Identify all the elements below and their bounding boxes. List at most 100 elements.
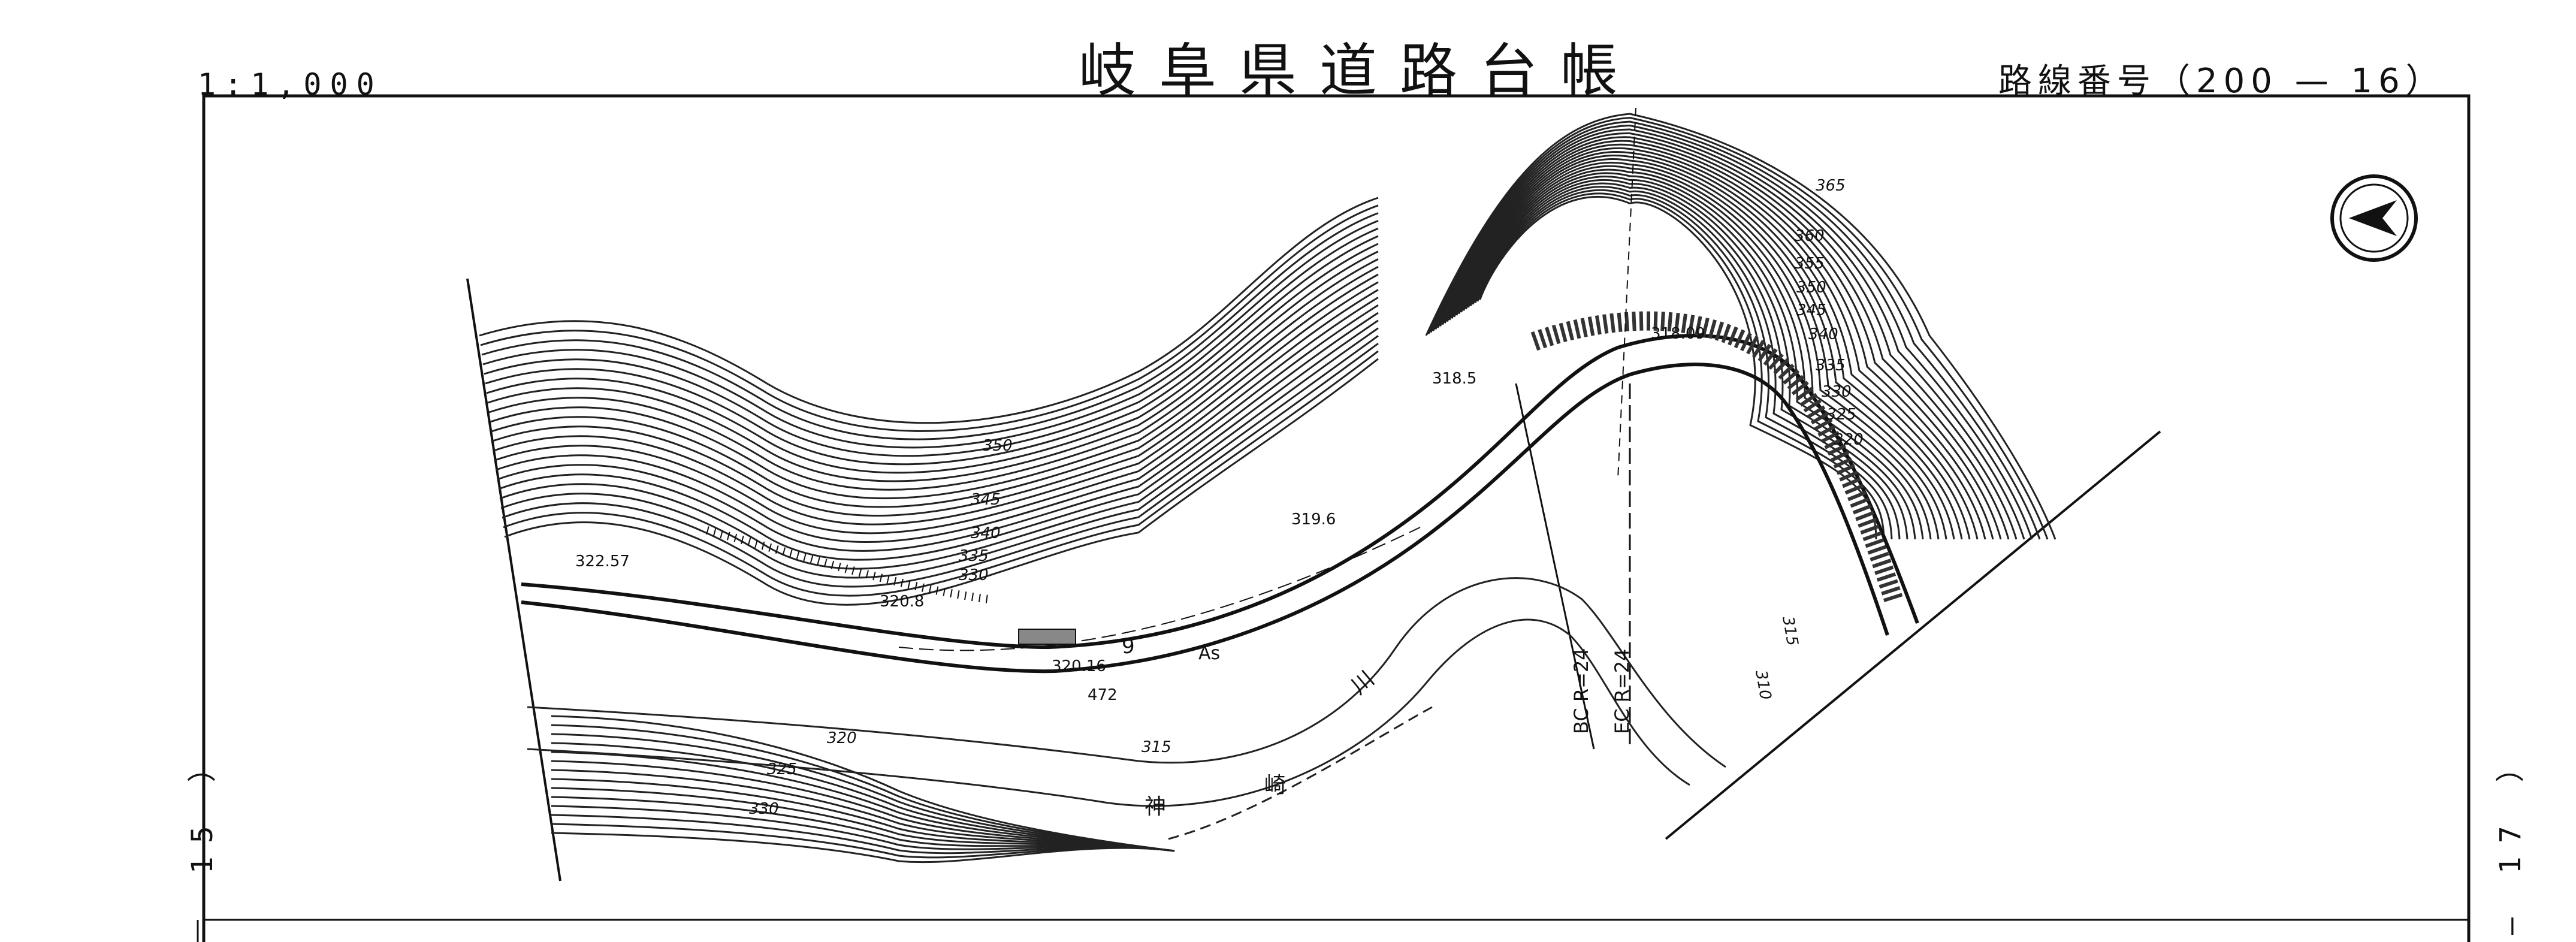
- elevation-3185: 318.5: [1432, 370, 1476, 388]
- bc-line: [1515, 383, 1595, 750]
- elevation-32257: 322.57: [575, 552, 630, 570]
- elevation-3208: 320.8: [880, 593, 924, 611]
- contour-label-east-325: 325: [1826, 406, 1856, 424]
- contour-line: [481, 212, 1379, 440]
- contour-line: [479, 197, 1379, 424]
- contour-line: [494, 297, 1379, 535]
- road-edge-south: [521, 363, 1889, 674]
- contour-line: [1435, 128, 2025, 540]
- river: [527, 577, 1726, 840]
- road-surface-label: As: [1198, 643, 1220, 664]
- contour-line: [1427, 116, 2049, 540]
- contour-line: [551, 814, 1175, 855]
- contour-label-north-335: 335: [959, 547, 989, 565]
- contour-line: [504, 358, 1379, 606]
- contour-label-east-335: 335: [1816, 357, 1846, 375]
- contour-line: [1464, 176, 1924, 540]
- contour-line: [484, 227, 1379, 457]
- contour-line: [490, 265, 1379, 500]
- east-hill-contours: [1425, 113, 2056, 540]
- contour-label-valley-315: 315: [1141, 738, 1171, 756]
- contour-line: [499, 327, 1379, 570]
- contour-line: [1476, 192, 1885, 540]
- road-edge-north: [521, 334, 1919, 650]
- contour-line: [551, 724, 1175, 852]
- contour-line: [503, 350, 1379, 597]
- contour-label-east-365: 365: [1816, 177, 1846, 195]
- contour-label-valley-315b: 315: [1778, 615, 1801, 647]
- road: [521, 311, 1919, 674]
- river-name-char-3: 川: [1346, 666, 1379, 699]
- extent-line-east: [1665, 430, 2161, 840]
- contour-label-east-355: 355: [1795, 255, 1825, 273]
- map-border: [202, 94, 2471, 942]
- north-slope-contours: [479, 197, 1379, 606]
- contour-line: [551, 787, 1175, 852]
- survey-line: [1617, 107, 1636, 480]
- road-centerline: [898, 527, 1421, 651]
- contour-label-east-320: 320: [1834, 431, 1864, 449]
- contour-line: [1432, 124, 2033, 540]
- contour-line: [502, 342, 1379, 588]
- contour-label-south-330: 330: [749, 800, 779, 818]
- contour-line: [500, 335, 1379, 579]
- contour-line: [1463, 172, 1932, 540]
- contour-line: [1467, 179, 1916, 540]
- contour-line: [551, 805, 1175, 852]
- contour-line: [492, 281, 1379, 517]
- contour-line: [1443, 143, 1994, 540]
- cut-slope-hatch: [706, 526, 989, 603]
- contour-label-east-345: 345: [1796, 301, 1826, 319]
- contour-line: [1446, 147, 1986, 540]
- contour-label-valley-310: 310: [1751, 669, 1774, 701]
- contour-line: [551, 760, 1175, 852]
- crosshatch-patch: [1018, 629, 1076, 645]
- contour-line: [480, 204, 1379, 432]
- elevation-31809: 318.09: [1651, 325, 1705, 343]
- contour-line: [551, 832, 1175, 864]
- contour-line: [485, 235, 1379, 466]
- contour-line: [551, 715, 1175, 852]
- guardrail-crosshatch: [1530, 311, 1903, 602]
- curve-ec-label: EC R=24: [1611, 649, 1633, 735]
- contour-line: [1430, 120, 2041, 540]
- contour-label-north-345: 345: [971, 491, 1001, 509]
- contour-line: [497, 312, 1379, 552]
- contour-line: [1469, 182, 1908, 540]
- contour-line: [1479, 195, 1877, 540]
- sheet-title: 岐阜県道路台帳: [1079, 37, 1641, 104]
- contour-line: [551, 742, 1175, 852]
- contour-line: [1472, 186, 1901, 540]
- contour-label-east-330: 330: [1822, 383, 1852, 401]
- contour-line: [1455, 161, 1955, 540]
- contour-line: [551, 778, 1175, 852]
- contour-line: [493, 289, 1379, 526]
- contour-line: [1460, 168, 1940, 540]
- contour-label-east-350: 350: [1796, 279, 1826, 297]
- south-slope-contours: [551, 715, 1175, 864]
- contour-line: [1453, 158, 1963, 540]
- contour-line: [551, 823, 1175, 859]
- contour-label-south-320: 320: [827, 729, 857, 747]
- contour-line: [551, 733, 1175, 852]
- curve-bc-label: BC R=24: [1570, 648, 1593, 734]
- curve-lines: [1515, 107, 1636, 750]
- contour-line: [491, 273, 1379, 508]
- extent-line-west: [466, 278, 561, 881]
- contour-line: [551, 769, 1175, 852]
- contour-line: [1425, 113, 2056, 540]
- contour-label-east-340: 340: [1808, 325, 1838, 343]
- route-number: 路線番号（200 — 16）: [1998, 62, 2445, 101]
- road-marker-label: 472: [1088, 686, 1118, 704]
- contour-label-north-330: 330: [959, 566, 989, 584]
- contour-line: [482, 220, 1379, 449]
- river-name-char-2: 崎: [1264, 773, 1286, 798]
- contour-line: [1451, 155, 1971, 540]
- contour-line: [551, 751, 1175, 852]
- contour-label-north-350: 350: [983, 437, 1013, 455]
- contour-line: [551, 796, 1175, 852]
- contour-line: [1448, 151, 1979, 540]
- contour-label-north-340: 340: [971, 524, 1001, 542]
- contour-line: [1441, 140, 2002, 540]
